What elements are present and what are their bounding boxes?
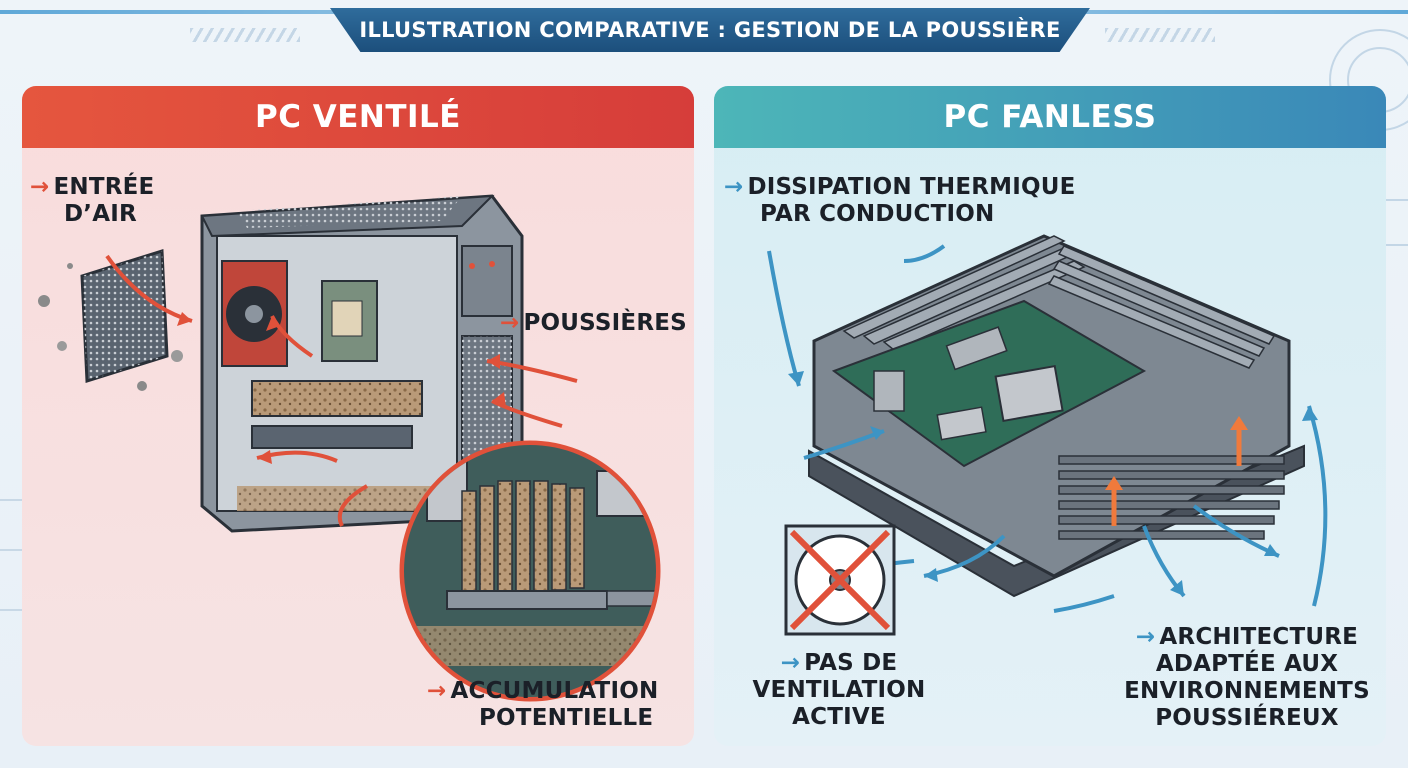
arrow-right-icon: → (30, 174, 50, 200)
arrow-right-icon: → (427, 678, 447, 704)
panel-header-ventilated: PC VENTILÉ (22, 86, 694, 148)
page-title: ILLUSTRATION COMPARATIVE : GESTION DE LA… (359, 18, 1061, 42)
dust-filter-icon (38, 248, 183, 391)
label-dissipation: →DISSIPATION THERMIQUE PAR CONDUCTION (724, 174, 1076, 227)
label-no-fan: →PAS DE VENTILATION ACTIVE (752, 650, 926, 730)
panel-title-ventilated: PC VENTILÉ (255, 99, 461, 135)
arrow-right-icon: → (500, 310, 520, 336)
decor-hatch-left (190, 28, 300, 42)
arrow-right-icon: → (1135, 624, 1156, 650)
panel-ventilated-pc: PC VENTILÉ (22, 86, 694, 746)
title-banner: ILLUSTRATION COMPARATIVE : GESTION DE LA… (330, 8, 1090, 52)
label-dust: →POUSSIÈRES (500, 310, 687, 336)
label-accumulation: →ACCUMULATION POTENTIELLE (427, 678, 659, 731)
panel-fanless-pc: PC FANLESS (714, 86, 1386, 746)
panel-title-fanless: PC FANLESS (943, 99, 1157, 135)
decor-hatch-right (1105, 28, 1215, 42)
label-air-intake: →ENTRÉE D’AIR (30, 174, 155, 227)
desktop-tower-icon (38, 194, 661, 702)
panel-header-fanless: PC FANLESS (714, 86, 1386, 148)
arrow-right-icon: → (780, 650, 801, 676)
arrow-right-icon: → (724, 174, 744, 200)
fanless-box-icon (767, 234, 1328, 636)
crossed-fan-icon (784, 524, 896, 636)
label-architecture: →ARCHITECTURE ADAPTÉE AUX ENVIRONNEMENTS… (1124, 624, 1370, 731)
